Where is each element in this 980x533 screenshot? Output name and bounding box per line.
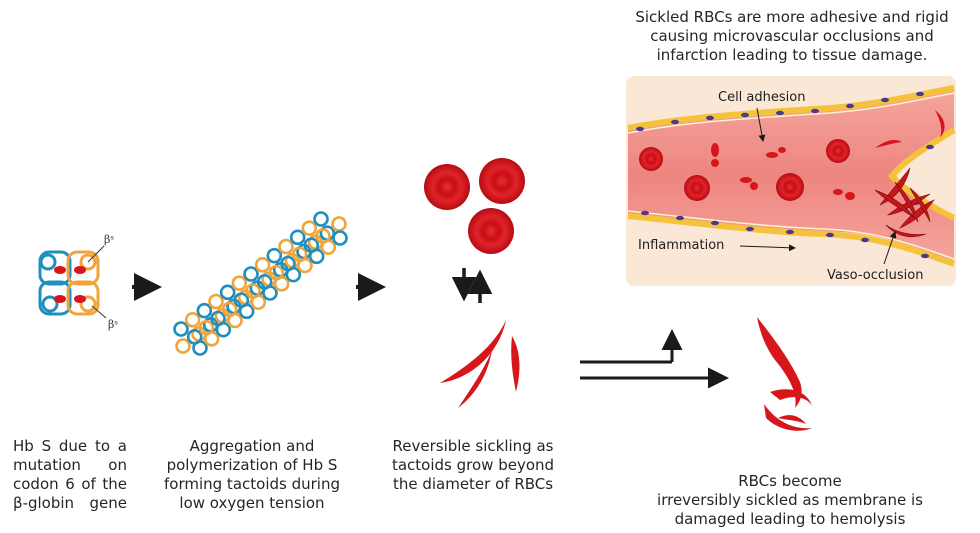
caption-step-3: Reversible sickling as tactoids grow bey… — [378, 437, 568, 494]
caption-line: mutation on — [13, 456, 127, 474]
caption-line: RBCs become — [738, 472, 842, 490]
polymer-ring — [173, 321, 189, 337]
polymer-ring — [278, 238, 294, 255]
endothelial-nucleus — [671, 119, 679, 125]
polymer-ring — [208, 293, 224, 310]
caption-line: Sickled RBCs are more adhesive and rigid — [635, 8, 949, 26]
polymer-ring — [186, 329, 203, 345]
caption-step-1: Hb S due to a mutation on codon 6 of the… — [13, 437, 127, 513]
normal-rbc-icon — [424, 158, 525, 254]
endothelial-nucleus — [641, 210, 649, 216]
polymer-ring — [210, 310, 226, 327]
polymer-ring — [301, 220, 318, 236]
endothelial-nucleus — [786, 229, 794, 235]
polymer-ring — [332, 230, 348, 246]
endothelial-nucleus — [861, 237, 869, 243]
blood-vessel-illustration — [626, 76, 956, 286]
polymer-ring — [315, 228, 331, 244]
polymer-ring — [256, 274, 273, 290]
polymer-ring — [231, 275, 248, 291]
endothelial-nucleus — [741, 112, 749, 118]
beta-s-label-upper: βˢ — [104, 233, 115, 246]
polymer-ring — [243, 266, 259, 282]
endothelial-nucleus — [706, 115, 714, 121]
caption-line: infarction leading to tissue damage. — [656, 46, 928, 64]
endothelial-nucleus — [826, 232, 834, 238]
endothelial-nucleus — [746, 226, 754, 232]
endothelial-nucleus — [881, 97, 889, 103]
endothelial-nucleus — [776, 110, 784, 116]
endothelial-nucleus — [676, 215, 684, 221]
caption-line: the diameter of RBCs — [392, 475, 554, 493]
polymer-ring — [245, 283, 261, 299]
cell-adhesion-label: Cell adhesion — [718, 90, 806, 105]
polymer-ring — [233, 292, 250, 308]
endothelial-nucleus — [846, 103, 854, 109]
polymer-ring — [289, 229, 306, 246]
caption-line: forming tactoids during — [164, 475, 340, 493]
endothelial-nucleus — [926, 144, 934, 150]
caption-step-4: RBCs become irreversibly sickled as memb… — [628, 472, 952, 529]
caption-line: Reversible sickling as — [392, 437, 554, 455]
polymer-ring — [175, 338, 191, 354]
caption-line: polymerization of Hb S — [166, 456, 338, 474]
caption-line: Aggregation and — [189, 437, 315, 455]
polymer-ring — [198, 319, 215, 336]
endothelial-nucleus — [921, 253, 929, 259]
caption-line: irreversibly sickled as membrane is — [657, 491, 923, 509]
polymer-ring — [280, 255, 296, 272]
beta-s-label-lower: βˢ — [108, 318, 119, 331]
reversible-arrows-icon — [451, 268, 493, 303]
hbs-polymer-fiber-icon — [173, 211, 348, 356]
polymer-ring — [254, 257, 271, 273]
polymer-ring — [303, 237, 320, 253]
branch-arrow-icon — [580, 329, 729, 389]
caption-line: causing microvascular occlusions and — [650, 27, 934, 45]
caption-line: damaged leading to hemolysis — [674, 510, 906, 528]
polymer-ring — [313, 211, 329, 227]
polymer-ring — [221, 301, 238, 318]
sickled-rbc-icon — [440, 320, 520, 408]
caption-step-2: Aggregation and polymerization of Hb S f… — [146, 437, 358, 513]
polymer-ring — [291, 246, 308, 263]
endothelial-nucleus — [916, 91, 924, 97]
polymer-ring — [219, 284, 236, 301]
endothelial-nucleus — [636, 126, 644, 132]
irreversibly-sickled-rbc-icon — [757, 317, 812, 431]
caption-line: tactoids grow beyond — [391, 456, 555, 474]
caption-line: codon 6 of the — [13, 475, 127, 493]
polymer-ring — [268, 264, 285, 281]
endothelial-nucleus — [711, 220, 719, 226]
caption-vascular-effects: Sickled RBCs are more adhesive and rigid… — [612, 8, 972, 65]
caption-line: low oxygen tension — [179, 494, 325, 512]
vaso-occlusion-label: Vaso-occlusion — [827, 268, 924, 283]
polymer-ring — [331, 216, 347, 232]
endothelial-nucleus — [811, 108, 819, 114]
polymer-ring — [184, 312, 201, 328]
inflammation-label: Inflammation — [638, 238, 725, 253]
polymer-ring — [266, 247, 283, 264]
hbs-tetramer-icon — [38, 245, 107, 319]
polymer-ring — [196, 302, 213, 319]
caption-line: β-globin gene — [13, 494, 127, 512]
caption-line: Hb S due to a — [13, 437, 127, 455]
